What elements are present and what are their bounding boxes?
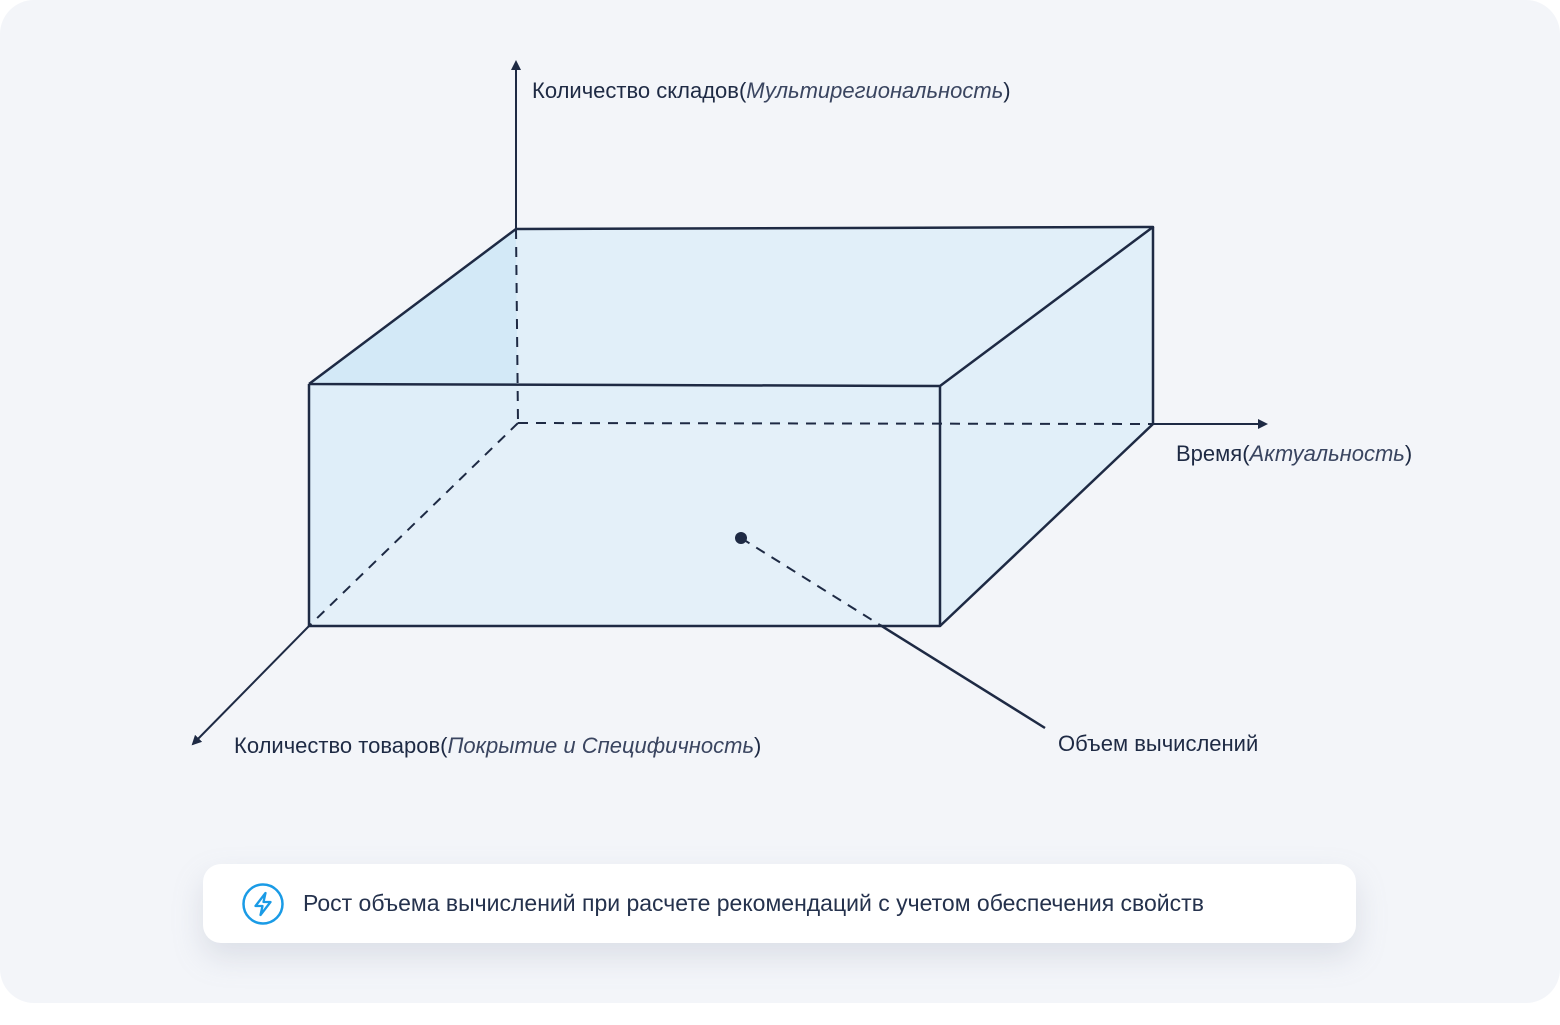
callout-label: Объем вычислений <box>1058 731 1259 756</box>
box-front-edges <box>307 384 942 628</box>
hidden-edge-vertical <box>515 228 519 424</box>
caption-banner: Рост объема вычислений при расчете реком… <box>203 864 1356 943</box>
box-front-face <box>309 384 940 626</box>
axis-label-depth: Количество товаров(Покрытие и Специфично… <box>234 733 762 758</box>
axis-depth <box>191 625 310 746</box>
hidden-edge-horizontal <box>517 422 1154 425</box>
callout-dashed-line <box>740 537 881 626</box>
caption-text: Рост объема вычислений при расчете реком… <box>303 890 1204 916</box>
lightning-icon <box>242 882 284 925</box>
hidden-edge-depth <box>308 422 519 627</box>
axis-label-horizontal: Время(Актуальность) <box>1176 441 1413 466</box>
callout-line <box>879 623 1046 730</box>
callout-dot <box>735 532 747 544</box>
axis-label-vertical: Количество складов(Мультирегиональность) <box>532 78 1011 103</box>
box-right-face <box>940 227 1153 626</box>
